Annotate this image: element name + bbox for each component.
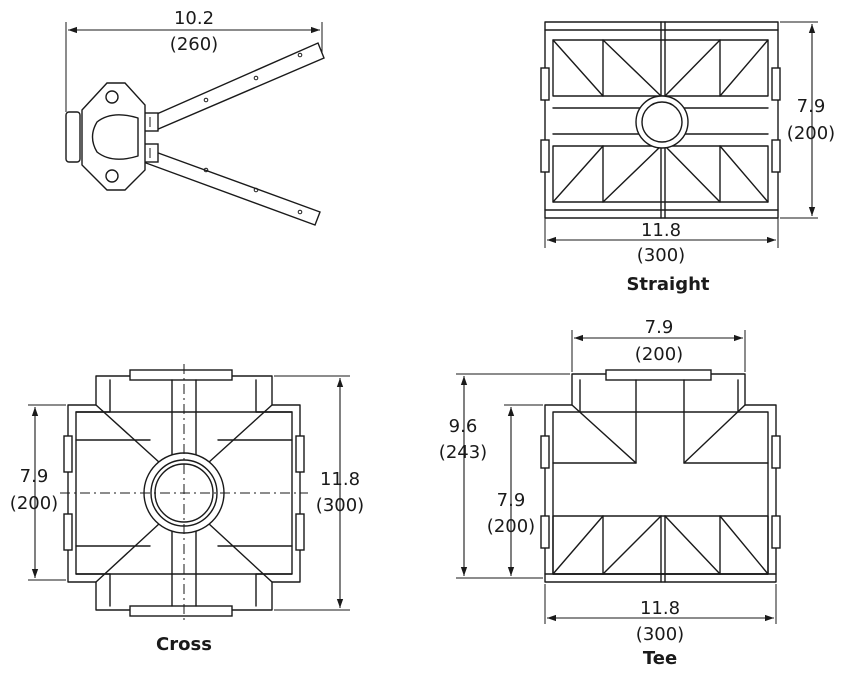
- cross-panel-edge: [255, 379, 293, 413]
- cross-gusset: [207, 404, 273, 464]
- tee-panel-edge: [552, 379, 637, 464]
- gusset: [664, 515, 721, 575]
- tee-side-tab: [540, 515, 550, 549]
- cross-gusset: [95, 404, 161, 464]
- tee-outer-height-inches: 9.6: [449, 416, 478, 437]
- straight-side-tab: [540, 139, 550, 173]
- tee-top-width-inches: 7.9: [645, 317, 674, 338]
- gusset: [664, 145, 721, 203]
- gusset: [552, 515, 604, 575]
- gusset: [552, 39, 604, 97]
- straight-side-tab: [771, 67, 781, 101]
- tee-width-inches: 11.8: [640, 598, 680, 619]
- gusset: [719, 39, 769, 97]
- tee-side-tab: [540, 435, 550, 469]
- gusset: [602, 39, 662, 97]
- clamp-bolt-hole: [105, 169, 119, 183]
- cross-side-tab: [63, 513, 73, 551]
- cross-panel-edge: [75, 379, 111, 413]
- cross-view: 7.9 (200) 11.8 (300) Cross: [10, 364, 364, 655]
- cross-side-tab: [63, 435, 73, 473]
- straight-width-inches: 11.8: [641, 220, 681, 241]
- straight-height-inches: 7.9: [797, 96, 826, 117]
- straight-side-tab: [771, 139, 781, 173]
- cross-bottom-cap: [129, 605, 233, 617]
- clamp-width-inches: 10.2: [174, 8, 214, 29]
- gusset: [719, 145, 769, 203]
- cross-top-cap: [129, 369, 233, 381]
- clamp-upper-arm-rivet: [253, 75, 259, 81]
- cross-side-tab: [295, 435, 305, 473]
- gusset: [552, 145, 604, 203]
- tee-side-tab: [771, 515, 781, 549]
- straight-height-mm: (200): [787, 123, 835, 144]
- cross-outer-height-mm: (300): [316, 495, 364, 516]
- cross-caption: Cross: [156, 634, 212, 655]
- tee-caption: Tee: [643, 648, 677, 669]
- straight-side-tab: [540, 67, 550, 101]
- straight-view: 7.9 (200) 11.8 (300) Straight: [540, 21, 835, 295]
- straight-pipe-outer: [635, 95, 689, 149]
- cross-outer-height-inches: 11.8: [320, 469, 360, 490]
- straight-width-mm: (300): [637, 245, 685, 266]
- clamp-width-mm: (260): [170, 34, 218, 55]
- gusset: [719, 515, 769, 575]
- clamp-lower-arm-rivet: [253, 187, 259, 193]
- cross-panel-edge: [255, 573, 293, 607]
- clamp-back-pad: [65, 111, 81, 163]
- clamp-lower-arm: [145, 149, 321, 226]
- clamp-lower-arm-rivet: [203, 167, 209, 173]
- straight-pipe-inner: [641, 101, 683, 143]
- clamp-bolt-hole: [105, 90, 119, 104]
- tee-view: 7.9 (200) 9.6 (243) 7.9 (200) 11.8 (300)…: [439, 317, 781, 669]
- clamp-pipe-seat: [91, 114, 139, 160]
- clamp-upper-arm: [149, 42, 325, 131]
- tee-top-width-mm: (200): [635, 344, 683, 365]
- straight-caption: Straight: [626, 274, 709, 295]
- gusset: [602, 515, 662, 575]
- cross-gusset: [207, 522, 273, 583]
- tee-inner-height-mm: (200): [487, 516, 535, 537]
- clamp-body-plate: [81, 82, 146, 191]
- cross-panel-edge: [75, 573, 111, 607]
- tee-width-mm: (300): [636, 624, 684, 645]
- cross-side-tab: [295, 513, 305, 551]
- tee-gusset: [571, 404, 637, 464]
- tee-inner-height-inches: 7.9: [497, 490, 526, 511]
- cross-inner-height-mm: (200): [10, 493, 58, 514]
- tee-gusset: [683, 404, 746, 464]
- cross-gusset: [95, 522, 161, 583]
- clamp-view: 10.2 (260): [65, 8, 325, 226]
- clamp-upper-arm-rivet: [203, 97, 209, 103]
- tee-top-cap: [605, 369, 712, 381]
- tee-side-tab: [771, 435, 781, 469]
- cross-inner-height-inches: 7.9: [20, 466, 49, 487]
- gusset: [664, 39, 721, 97]
- tee-panel-edge: [683, 379, 769, 464]
- tee-outer-height-mm: (243): [439, 442, 487, 463]
- gusset: [602, 145, 662, 203]
- clamp-upper-arm-rivet: [297, 52, 303, 58]
- tee-outline: [544, 373, 777, 583]
- clamp-lower-arm-rivet: [297, 209, 303, 215]
